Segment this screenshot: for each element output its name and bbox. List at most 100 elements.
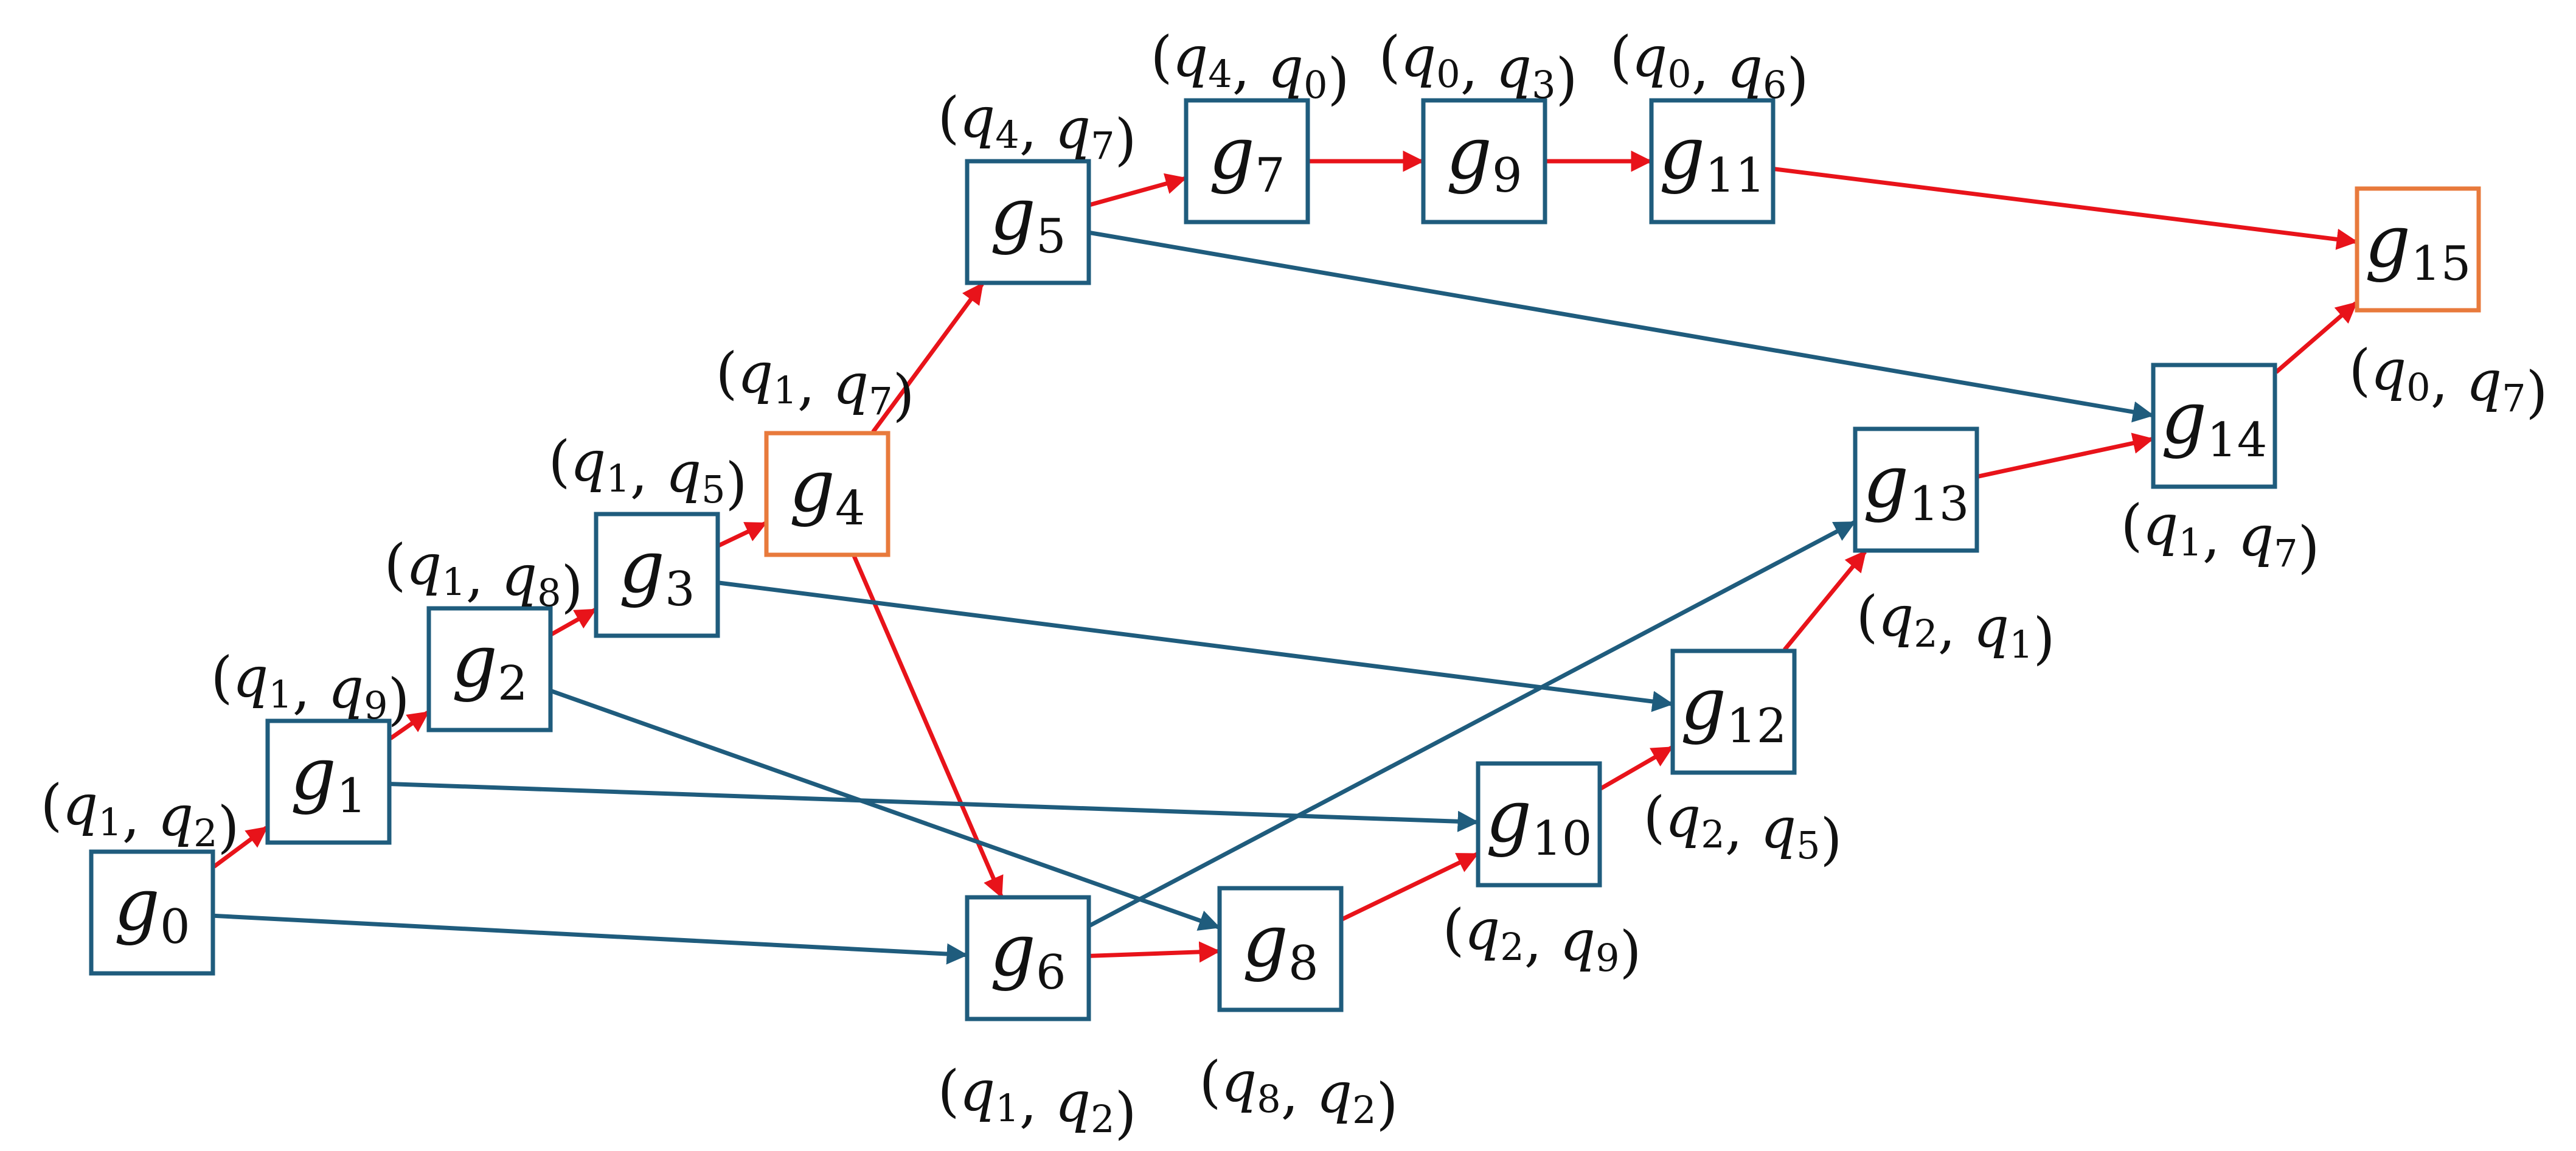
gate-letter: g <box>1446 111 1492 195</box>
gate-label-g3: g3 <box>619 525 695 617</box>
gate-subscript: 10 <box>1532 812 1592 866</box>
gate-label-g5: g5 <box>990 172 1066 264</box>
edge-g4-to-g5 <box>871 282 984 434</box>
gate-box-g3 <box>594 512 720 638</box>
gate-label-g2: g2 <box>451 619 527 711</box>
qubit-symbol: q <box>2238 504 2274 569</box>
qubit-index: 7 <box>2502 376 2526 420</box>
punctuation: ) <box>2526 360 2548 425</box>
punctuation: ( <box>1150 24 1172 89</box>
punctuation: , <box>1938 595 1974 660</box>
gate-label-g12: g12 <box>1681 662 1787 754</box>
punctuation: , <box>466 543 502 608</box>
edge-layer <box>212 150 2358 965</box>
qubit-pair-g3: (q1, q5) <box>548 429 747 516</box>
gate-label-g7: g7 <box>1209 111 1285 203</box>
label-layer: (q1, q2)(q1, q9)(q1, q8)(q1, q5)(q1, q7)… <box>40 24 2547 1146</box>
qubit-index: 2 <box>1914 611 1937 656</box>
qubit-index: 1 <box>606 456 630 501</box>
qubit-index: 0 <box>1304 63 1327 107</box>
gate-box-g5 <box>965 159 1091 285</box>
punctuation: ( <box>384 532 406 597</box>
qubit-symbol: q <box>1760 796 1796 861</box>
punctuation: , <box>797 352 833 417</box>
qubit-symbol: q <box>1496 35 1532 100</box>
edge-g4-to-g6 <box>852 555 1004 899</box>
punctuation: , <box>1019 96 1055 161</box>
qubit-index: 0 <box>1436 52 1460 96</box>
qubit-symbol: q <box>1878 584 1914 649</box>
gate-subscript: 3 <box>665 562 695 617</box>
punctuation: ) <box>893 363 915 428</box>
edge-g1-to-g10 <box>390 782 1479 832</box>
punctuation: ) <box>1620 919 1642 984</box>
punctuation: ( <box>937 85 959 150</box>
qubit-pair-g13: (q2, q1) <box>1856 584 2055 671</box>
gate-label-g6: g6 <box>990 908 1066 1000</box>
gate-letter: g <box>789 444 835 528</box>
qubit-index: 1 <box>2009 622 2033 667</box>
gate-letter: g <box>1659 111 1706 195</box>
qubit-symbol: q <box>959 1059 995 1124</box>
edge-g5-to-g7 <box>1089 173 1187 207</box>
punctuation: , <box>2203 504 2238 569</box>
gate-letter: g <box>1486 774 1532 858</box>
gate-box-g1 <box>265 718 392 845</box>
qubit-symbol: q <box>737 341 773 406</box>
qubit-index: 9 <box>364 683 387 728</box>
gate-label-g0: g0 <box>114 863 190 955</box>
gate-label-g1: g1 <box>290 732 366 824</box>
edge-g6-to-g13 <box>1089 520 1856 928</box>
punctuation: , <box>1524 908 1560 973</box>
qubit-symbol: q <box>2466 349 2502 414</box>
qubit-index: 6 <box>1763 63 1786 107</box>
gate-letter: g <box>2161 376 2207 460</box>
qubit-symbol: q <box>1665 785 1701 850</box>
punctuation: ) <box>1556 46 1578 111</box>
qubit-symbol: q <box>1727 35 1763 100</box>
gate-subscript: 4 <box>835 481 866 536</box>
qubit-symbol: q <box>1464 897 1500 962</box>
qubit-pair-g15: (q0, q7) <box>2349 338 2547 425</box>
gate-box-g2 <box>426 606 553 732</box>
gate-subscript: 1 <box>336 769 367 824</box>
gate-node-g10: g10 <box>1476 761 1602 888</box>
gate-node-g13: g13 <box>1853 426 1979 553</box>
gate-letter: g <box>1209 111 1255 195</box>
punctuation: ( <box>1856 584 1878 649</box>
punctuation: ) <box>2033 606 2055 671</box>
edge-g1-to-g2 <box>389 711 429 740</box>
qubit-index: 1 <box>773 368 797 412</box>
gate-subscript: 8 <box>1288 936 1319 991</box>
gate-box-g7 <box>1184 98 1310 224</box>
qubit-symbol: q <box>1316 1060 1352 1125</box>
gate-letter: g <box>1863 440 1909 524</box>
qubit-symbol: q <box>1055 1069 1091 1135</box>
punctuation: ) <box>1787 46 1809 111</box>
qubit-index: 7 <box>869 379 892 423</box>
qubit-pair-g2: (q1, q8) <box>384 532 583 619</box>
qubit-symbol: q <box>62 773 98 838</box>
qubit-index: 1 <box>442 560 465 604</box>
qubit-pair-g12: (q2, q5) <box>1643 785 1842 872</box>
qubit-index: 4 <box>1208 52 1232 96</box>
qubit-index: 2 <box>1352 1088 1376 1132</box>
punctuation: ) <box>1821 807 1842 872</box>
punctuation: ) <box>1115 107 1137 172</box>
qubit-index: 7 <box>2274 531 2297 576</box>
gate-label-g14: g14 <box>2161 376 2268 468</box>
gate-node-g4: g4 <box>764 431 890 557</box>
qubit-index: 2 <box>1091 1097 1114 1141</box>
qubit-index: 0 <box>1667 52 1691 96</box>
punctuation: , <box>1232 35 1268 100</box>
gate-label-g4: g4 <box>789 444 865 536</box>
punctuation: , <box>1725 796 1761 861</box>
gate-subscript: 7 <box>1255 148 1285 203</box>
qubit-pair-g0: (q1, q2) <box>40 773 239 860</box>
gate-subscript: 0 <box>160 900 190 955</box>
qubit-symbol: q <box>406 532 442 597</box>
gate-node-g1: g1 <box>265 718 392 845</box>
qubit-index: 5 <box>701 467 725 512</box>
qubit-symbol: q <box>158 784 193 849</box>
gate-node-g3: g3 <box>594 512 720 638</box>
